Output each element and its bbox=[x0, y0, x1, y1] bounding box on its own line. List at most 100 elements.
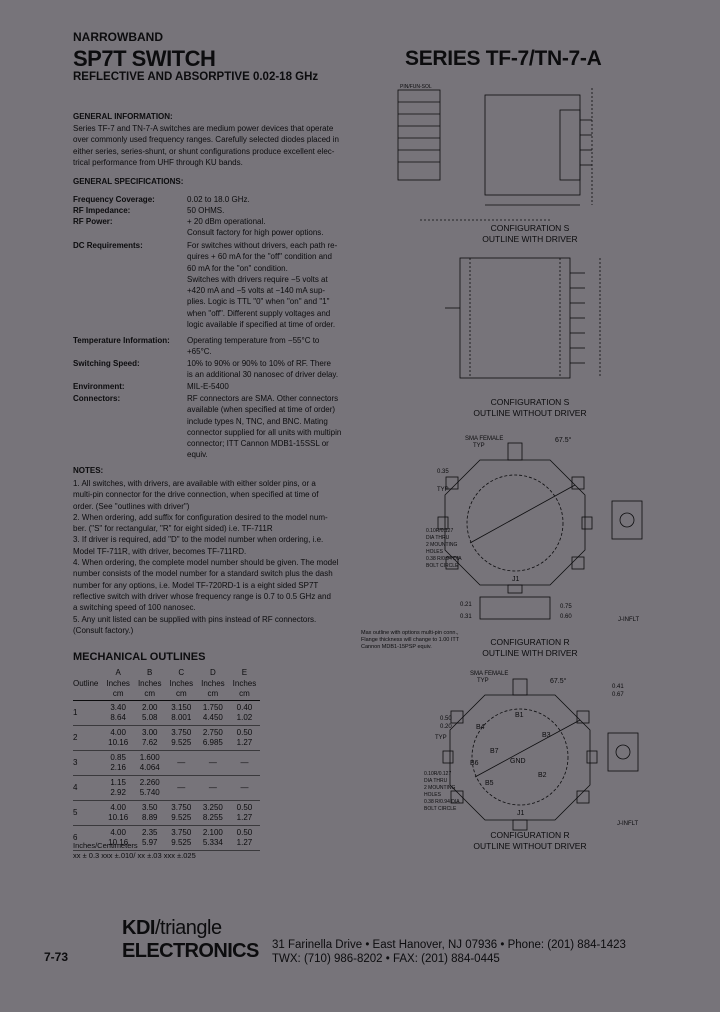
table-cell: 4 bbox=[73, 775, 103, 801]
table-cell: 3.50 8.89 bbox=[133, 800, 166, 826]
mechanical-outlines-table: Outline A Inches cm B Inches cm C Inches… bbox=[73, 668, 261, 851]
port-label: B4 bbox=[476, 724, 485, 731]
text-line: Operating temperature from −55°C to bbox=[187, 336, 320, 345]
typ-label: TYP bbox=[477, 678, 489, 684]
config-s-driver-drawing: PIN/FUN-SOL bbox=[397, 84, 593, 221]
table-cell: 1.15 2.92 bbox=[102, 775, 134, 801]
octagon-body bbox=[449, 694, 591, 821]
text-line: connector supplied for all units with mu… bbox=[187, 427, 342, 437]
angle-label: 67.5° bbox=[550, 677, 567, 685]
dim-label: 0.35 bbox=[437, 469, 449, 475]
dim-label: 0.75 bbox=[560, 604, 572, 610]
table-cell: — bbox=[165, 750, 198, 776]
hole-note-line: DIA THRU bbox=[426, 535, 450, 541]
text-line: 4. When ordering, the complete model num… bbox=[73, 558, 339, 568]
table-cell: 4.00 10.16 bbox=[102, 825, 134, 851]
notes-text: 1. All switches, with drivers, are avail… bbox=[73, 478, 365, 636]
general-info-heading: GENERAL INFORMATION: bbox=[73, 112, 173, 121]
text-line: available (when specified at time of ord… bbox=[187, 405, 336, 415]
company-address: 31 Farinella Drive • East Hanover, NJ 07… bbox=[272, 939, 626, 951]
page-subtitle: REFLECTIVE AND ABSORPTIVE 0.02-18 GHz bbox=[73, 71, 319, 83]
port-label: GND bbox=[510, 758, 526, 765]
angle-label: 67.5° bbox=[555, 436, 572, 444]
pin-table-box bbox=[397, 89, 441, 181]
text-line: plies. Logic is TTL "0" when "on" and "1… bbox=[187, 297, 330, 307]
text-line: number for any options, i.e. Model TF-72… bbox=[73, 580, 319, 590]
text-line: logic available if specified at time of … bbox=[187, 320, 336, 330]
driver-connector bbox=[479, 596, 551, 620]
table-cell: 5 bbox=[73, 800, 103, 826]
j1-label: J1 bbox=[517, 810, 525, 817]
table-cell: 4.00 10.16 bbox=[102, 800, 134, 826]
table-cell: — bbox=[228, 750, 261, 776]
j1-label: J1 bbox=[512, 576, 520, 583]
text-line: Switches with drivers require −5 volts a… bbox=[187, 274, 328, 284]
text-line: include types N, TNC, and BNC. Mating bbox=[187, 416, 328, 426]
text-line: 5. Any unit listed can be supplied with … bbox=[73, 614, 317, 624]
text-line: For switches without drivers, each path … bbox=[187, 241, 338, 250]
dim-label: 0.41 bbox=[612, 684, 624, 690]
table-cell: 2.00 5.08 bbox=[133, 700, 166, 726]
text-line: equiv. bbox=[187, 450, 208, 460]
units-note: Inches/Centimeters bbox=[73, 841, 138, 850]
text-line: Series TF-7 and TN-7-A switches are medi… bbox=[73, 124, 334, 133]
note-line: Max outline with options multi-pin conn.… bbox=[361, 630, 459, 636]
side-connector bbox=[607, 732, 639, 772]
text-line: is an additional 30 nanosec of driver de… bbox=[187, 370, 339, 380]
config-r-driver-drawing: SMA FEMALE TYP 67.5° 0.35 TYP 0.10R/0.12… bbox=[426, 436, 643, 623]
caption-line: OUTLINE WITHOUT DRIVER bbox=[473, 407, 587, 418]
dim-label: 0.60 bbox=[560, 614, 572, 620]
config-r-nodriver-drawing: SMA FEMALE TYP 67.5° 0.41 0.67 0.50 0.20… bbox=[424, 671, 639, 831]
spec-value: 10% to 90% or 90% to 10% of RF. There is… bbox=[187, 358, 363, 381]
spec-label: Environment: bbox=[73, 382, 125, 391]
hole-note-line: HOLES bbox=[426, 549, 444, 555]
option-note: Max outline with options multi-pin conn.… bbox=[361, 630, 459, 651]
dim-label: 0.31 bbox=[460, 614, 472, 620]
general-info-text: Series TF-7 and TN-7-A switches are medi… bbox=[73, 123, 363, 168]
spec-value: 0.02 to 18.0 GHz. bbox=[187, 194, 363, 205]
text-line: MIL-E-5400 bbox=[187, 382, 229, 391]
text-line: (Consult factory.) bbox=[73, 625, 134, 635]
column-header: A Inches cm bbox=[102, 668, 134, 701]
spec-value: RF connectors are SMA. Other connectors … bbox=[187, 393, 363, 461]
spec-label: Connectors: bbox=[73, 394, 121, 403]
config-s-driver-caption: CONFIGURATION S OUTLINE WITH DRIVER bbox=[430, 223, 630, 244]
series-title: SERIES TF-7/TN-7-A bbox=[405, 47, 602, 70]
text-line: number consists of the model number for … bbox=[73, 569, 333, 579]
page-number: 7-73 bbox=[44, 950, 69, 964]
side-connector bbox=[611, 500, 643, 540]
sma-label: SMA FEMALE bbox=[465, 436, 503, 442]
table-cell: 1.600 4.064 bbox=[133, 750, 166, 776]
hole-note-line: 0.10R/0.127 bbox=[424, 771, 451, 777]
bolt-circle bbox=[471, 708, 569, 806]
text-line: 0.02 to 18.0 GHz. bbox=[187, 195, 250, 204]
text-line: + 20 dBm operational. bbox=[187, 217, 266, 226]
table-cell: 3.40 8.64 bbox=[102, 700, 134, 726]
spec-label: Frequency Coverage: bbox=[73, 195, 155, 204]
typ-label: TYP bbox=[473, 443, 485, 449]
port-label: B2 bbox=[538, 772, 547, 779]
logo-triangle: /triangle bbox=[154, 917, 222, 939]
note-line: Flange thickness will change to 1.00 ITT bbox=[361, 637, 460, 643]
j-inflt-label: J-INFLT bbox=[617, 821, 639, 827]
bolt-circle bbox=[466, 474, 564, 572]
table-cell: — bbox=[197, 750, 229, 776]
table-cell: 0.50 1.27 bbox=[228, 800, 261, 826]
dim-label: 0.67 bbox=[612, 692, 624, 698]
table-cell: 0.50 1.27 bbox=[228, 725, 261, 751]
text-line: Consult factory for high power options. bbox=[187, 228, 324, 238]
octagon-body bbox=[444, 459, 586, 586]
text-line: connector; ITT Cannon MDB1-15SSL or bbox=[187, 439, 329, 449]
company-twx-fax: TWX: (710) 986-8202 • FAX: (201) 884-044… bbox=[272, 953, 500, 965]
logo-kdi: KDI bbox=[122, 917, 155, 939]
company-logo: KDI/triangle bbox=[122, 917, 222, 940]
caption-line: OUTLINE WITH DRIVER bbox=[482, 233, 578, 244]
caption-line: CONFIGURATION R bbox=[490, 830, 570, 840]
text-line: order. (See "outlines with driver") bbox=[73, 501, 190, 511]
spec-value: Operating temperature from −55°C to +65°… bbox=[187, 335, 363, 358]
table-cell: 2.750 6.985 bbox=[197, 725, 229, 751]
